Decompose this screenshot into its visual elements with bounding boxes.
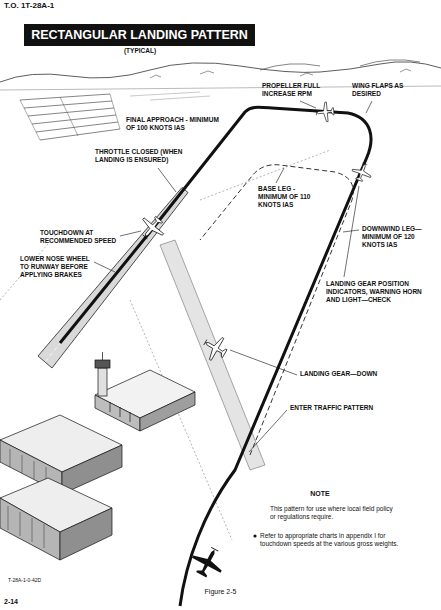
leader-lines xyxy=(94,101,372,452)
airplane xyxy=(199,331,231,364)
callout-text: TOUCHDOWN AT RECOMMENDED SPEED xyxy=(40,229,120,245)
callout-text: WING FLAPS AS DESIRED xyxy=(352,82,404,98)
callout-text: FINAL APPROACH - MINIMUM OF 100 KNOTS IA… xyxy=(126,116,224,132)
airplane xyxy=(315,101,334,122)
fence-lines xyxy=(0,150,330,540)
inner-pattern-path xyxy=(200,165,353,455)
airplane xyxy=(350,160,374,183)
airplane xyxy=(187,542,229,583)
callout-text: LANDING GEAR POSITION INDICATORS, WARNIN… xyxy=(326,280,428,303)
note-text: This pattern for use where local field p… xyxy=(270,505,395,521)
drawing-code: T-28A-1-0-42D xyxy=(8,577,78,583)
title-text: RECTANGULAR LANDING PATTERN xyxy=(31,28,248,42)
callout-text: BASE LEG - MINIMUM OF 110 KNOTS IAS xyxy=(258,185,314,208)
figure-title: RECTANGULAR LANDING PATTERN xyxy=(24,24,255,46)
callout-text: LANDING GEAR—DOWN xyxy=(300,370,395,378)
figure-caption: Figure 2-5 xyxy=(0,588,441,596)
hangars xyxy=(0,415,122,560)
title-banner xyxy=(24,24,255,46)
callout-text: ENTER TRAFFIC PATTERN xyxy=(290,404,395,412)
subtitle: (TYPICAL) xyxy=(90,47,190,55)
note-text: Refer to appropriate charts in appendix … xyxy=(260,532,405,548)
document-number: T.O. 1T-28A-1 xyxy=(4,1,114,11)
callout-text: PROPELLER FULL INCREASE RPM xyxy=(262,82,337,98)
page-number: 2-14 xyxy=(4,598,44,606)
bullet xyxy=(253,534,256,537)
callout-text: THROTTLE CLOSED (WHEN LANDING IS ENSURED… xyxy=(95,148,195,164)
traffic-pattern-path xyxy=(60,107,371,606)
callout-text: LOWER NOSE WHEEL TO RUNWAY BEFORE APPLYI… xyxy=(20,255,92,278)
note-heading: NOTE xyxy=(300,490,340,498)
airplane xyxy=(135,211,169,244)
operations-building xyxy=(95,352,195,431)
callout-text: DOWNWIND LEG—MINIMUM OF 120 KNOTS IAS xyxy=(362,225,422,248)
